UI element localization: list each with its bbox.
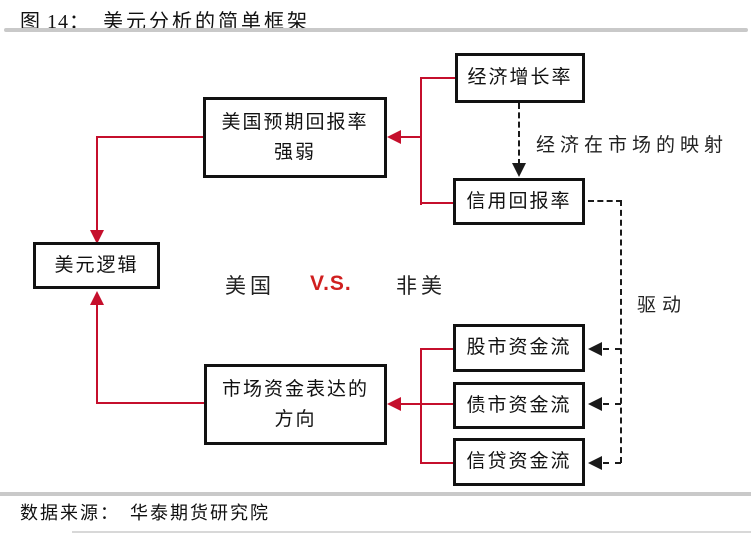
dashed-branch-equity: [603, 348, 621, 350]
connector-red-to-credit-flow: [420, 462, 453, 464]
label-non-us: 非美: [396, 274, 446, 298]
node-credit-return-label: 信用回报率: [466, 190, 572, 212]
connector-red-marketdirection-to-left: [96, 402, 206, 404]
connector-red-vertical-top: [420, 77, 422, 205]
arrowhead-into-bond-flow: [588, 397, 602, 411]
node-dollar-logic-label: 美元逻辑: [54, 254, 139, 276]
node-equity-flow: 股市资金流: [453, 324, 585, 372]
figure-title: 美元分析的简单框架: [103, 11, 310, 33]
node-us-expected-return-label: 美国预期回报率 强弱: [221, 112, 369, 163]
arrowhead-into-dollar-logic-bottom: [90, 291, 104, 305]
node-market-fund-direction-label: 市场资金表达的 方向: [221, 379, 369, 430]
node-bond-flow: 债市资金流: [453, 382, 585, 429]
connector-red-to-bond-flow: [420, 403, 453, 405]
dashed-branch-credit: [603, 462, 621, 464]
arrowhead-into-market-direction: [387, 397, 401, 411]
connector-red-down-to-dollar-logic: [96, 136, 98, 232]
node-equity-flow-label: 股市资金流: [466, 337, 572, 359]
arrowhead-into-dollar-logic-top: [90, 230, 104, 244]
node-dollar-logic: 美元逻辑: [33, 242, 160, 289]
connector-red-up-to-dollar-logic: [96, 304, 98, 404]
page-bottom-rule: [72, 531, 751, 533]
node-economic-growth-label: 经济增长率: [467, 67, 573, 89]
node-credit-return: 信用回报率: [453, 178, 585, 225]
dashed-branch-bond: [603, 403, 621, 405]
dashed-vertical-drive: [620, 200, 622, 463]
connector-red-to-equity-flow: [420, 348, 453, 350]
data-source-label: 数据来源：: [20, 503, 120, 523]
data-source-value: 华泰期货研究院: [130, 503, 270, 523]
caption-divider: [4, 28, 748, 32]
arrowhead-into-equity-flow: [588, 342, 602, 356]
arrowhead-into-credit-flow: [588, 456, 602, 470]
node-bond-flow-label: 债市资金流: [466, 394, 572, 416]
label-vs: V.S.: [310, 272, 352, 295]
label-us: 美国: [225, 274, 275, 298]
node-credit-flow: 信贷资金流: [453, 438, 585, 486]
arrowhead-into-credit-return: [512, 163, 526, 177]
connector-red-arrow-line-market-direction: [400, 403, 421, 405]
arrowhead-into-us-expected-return: [387, 130, 401, 144]
node-economic-growth: 经济增长率: [455, 53, 585, 103]
connector-red-vertical-bottom: [420, 348, 422, 464]
connector-red-to-economic-growth: [420, 77, 455, 79]
connector-red-to-credit-return: [420, 202, 453, 204]
node-us-expected-return: 美国预期回报率 强弱: [203, 97, 387, 178]
footer-divider: [0, 492, 751, 496]
connector-red-arrow-line-us-expected: [400, 136, 421, 138]
label-economy-mapping: 经济在市场的映射: [536, 135, 729, 156]
data-source: 数据来源： 华泰期货研究院: [20, 499, 270, 525]
node-market-fund-direction: 市场资金表达的 方向: [204, 364, 387, 445]
dashed-growth-to-credit-return: [518, 103, 520, 165]
connector-red-usexpected-to-left: [96, 136, 204, 138]
node-credit-flow-label: 信贷资金流: [466, 451, 572, 473]
figure-number: 图 14：: [20, 11, 90, 33]
dashed-credit-return-out: [588, 200, 622, 202]
label-drive: 驱动: [637, 295, 688, 316]
